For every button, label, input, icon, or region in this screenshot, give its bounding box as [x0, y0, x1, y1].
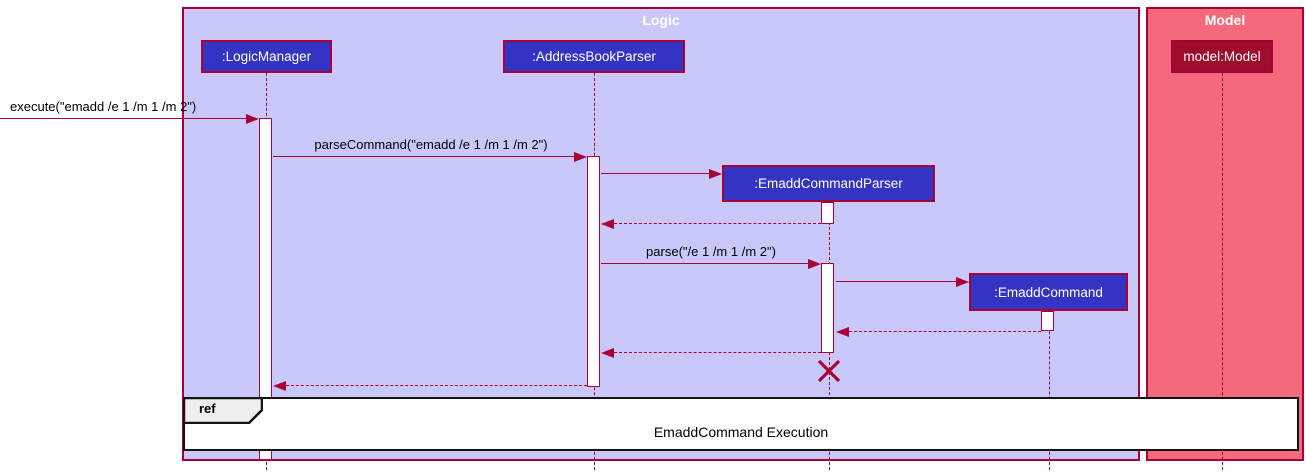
- participant-emadd-command: :EmaddCommand: [969, 273, 1128, 311]
- message-parse-command-arrowhead-icon: [574, 152, 587, 162]
- destroy-x-icon: [816, 358, 842, 389]
- ref-fragment: [183, 397, 1299, 451]
- message-execute-label: execute("emadd /e 1 /m 1 /m 2"): [10, 99, 197, 114]
- participant-model-label: model:Model: [1183, 49, 1261, 64]
- activation-emadd-command-parser-1: [821, 202, 834, 224]
- message-create-parser-arrowhead-icon: [709, 169, 722, 179]
- ref-fragment-keyword: ref: [199, 401, 216, 416]
- participant-logic-manager: :LogicManager: [201, 40, 332, 73]
- frame-model-title: Model: [1204, 12, 1246, 28]
- message-create-command-line: [836, 281, 957, 282]
- message-return-create-parser-arrowhead-icon: [601, 219, 614, 229]
- participant-emadd-command-parser-label: :EmaddCommandParser: [754, 176, 903, 191]
- participant-logic-manager-label: :LogicManager: [221, 49, 312, 64]
- frame-logic: Logic: [182, 7, 1140, 461]
- message-return-execute-line: [286, 385, 587, 386]
- activation-logic-manager: [259, 118, 272, 460]
- message-parse-label: parse("/e 1 /m 1 /m 2"): [646, 244, 776, 259]
- participant-address-book-parser-label: :AddressBookParser: [532, 49, 656, 64]
- lifeline-model: [1222, 73, 1223, 470]
- message-create-parser-line: [601, 173, 710, 174]
- message-return-create-command-arrowhead-icon: [836, 327, 849, 337]
- participant-model: model:Model: [1171, 40, 1273, 73]
- message-parse-command-label: parseCommand("emadd /e 1 /m 1 /m 2"): [314, 137, 548, 152]
- message-return-parse-arrowhead-icon: [601, 348, 614, 358]
- lifeline-emadd-command: [1049, 311, 1050, 470]
- message-return-create-parser-line: [614, 223, 821, 224]
- participant-emadd-command-parser: :EmaddCommandParser: [722, 165, 935, 202]
- message-execute-line: [0, 118, 248, 119]
- ref-fragment-label: EmaddCommand Execution: [653, 424, 829, 440]
- ref-fragment-tab: [182, 396, 264, 429]
- message-parse-command-line: [273, 156, 575, 157]
- message-return-execute-arrowhead-icon: [273, 381, 286, 391]
- activation-emadd-command: [1041, 311, 1054, 331]
- participant-address-book-parser: :AddressBookParser: [503, 40, 685, 73]
- message-return-parse-line: [614, 352, 821, 353]
- message-parse-arrowhead-icon: [808, 259, 821, 269]
- message-execute-arrowhead-icon: [246, 114, 259, 124]
- message-create-command-arrowhead-icon: [956, 277, 969, 287]
- activation-emadd-command-parser-2: [821, 263, 834, 353]
- message-return-create-command-line: [849, 331, 1041, 332]
- activation-address-book-parser: [587, 156, 600, 387]
- participant-emadd-command-label: :EmaddCommand: [994, 284, 1103, 300]
- frame-logic-title: Logic: [642, 12, 680, 28]
- message-parse-line: [601, 263, 809, 264]
- frame-model: Model: [1146, 7, 1304, 461]
